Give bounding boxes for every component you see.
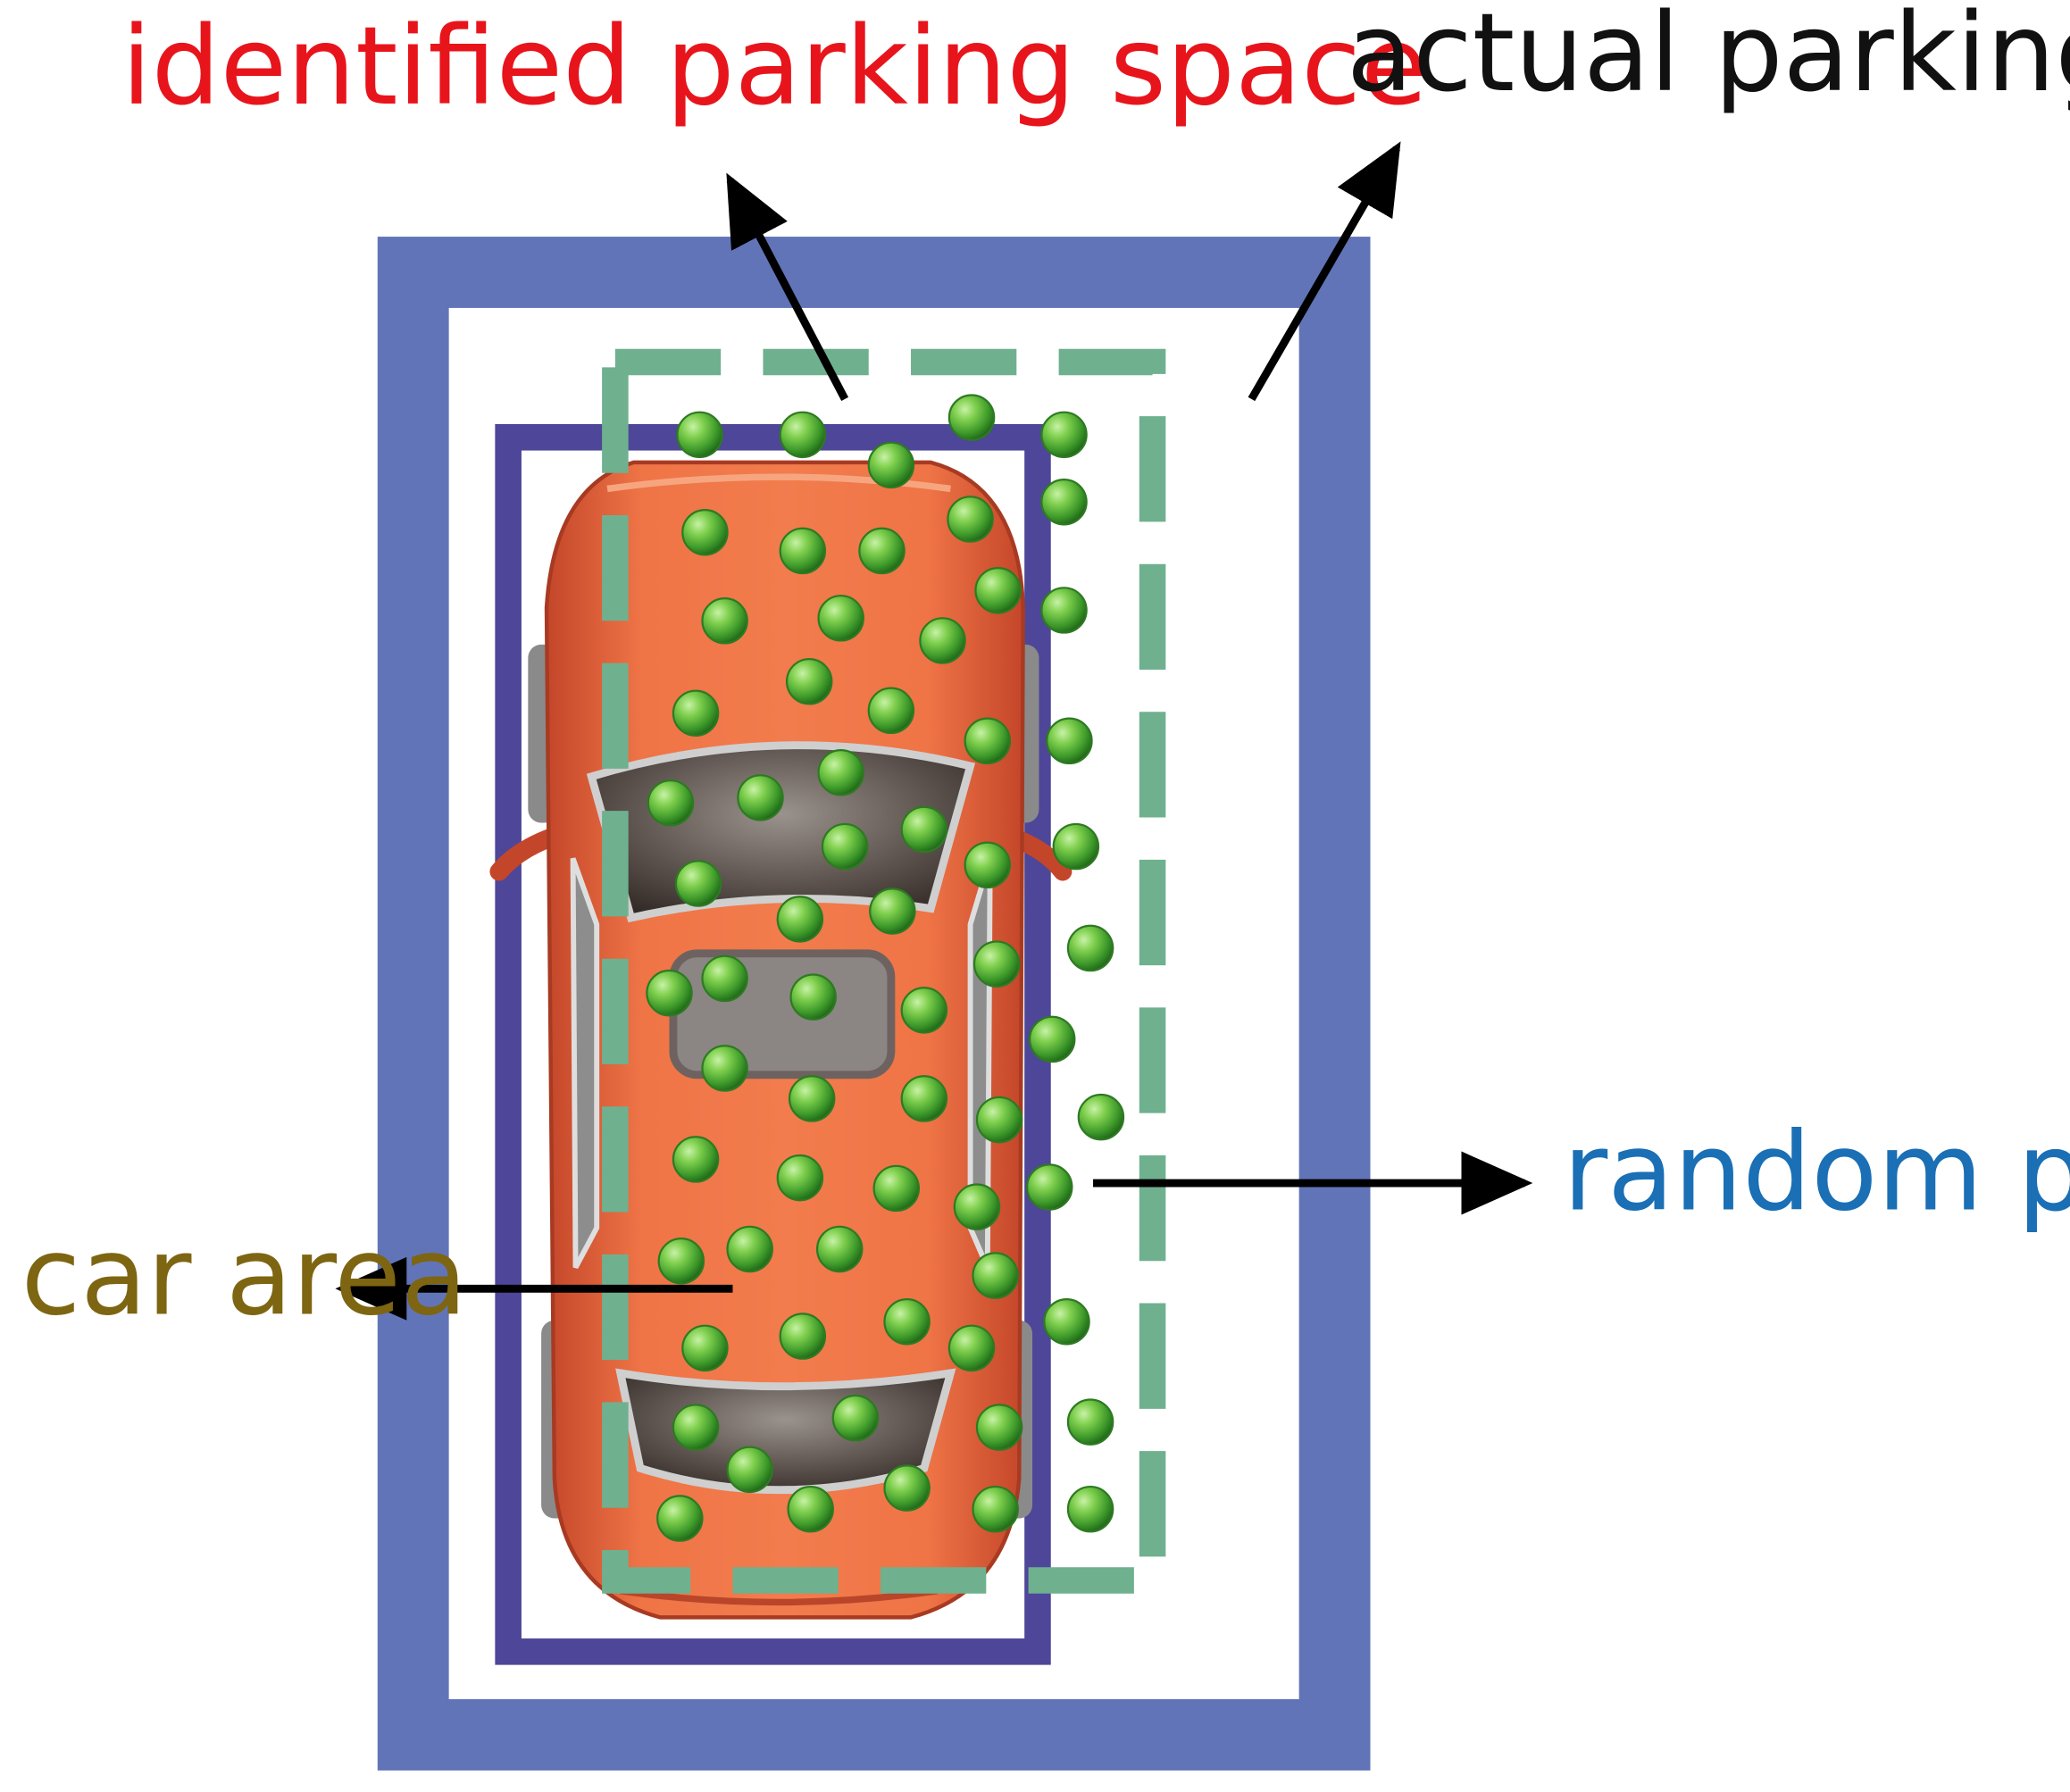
green-sphere-icon: [701, 597, 748, 645]
green-sphere-icon: [972, 940, 1021, 988]
green-sphere-icon: [672, 1404, 720, 1451]
green-sphere-icon: [779, 411, 827, 459]
green-sphere-icon: [831, 1394, 880, 1442]
green-sphere-icon: [776, 896, 824, 943]
identified-parking-space-label: identified parking space: [121, 3, 1428, 129]
green-sphere-icon: [817, 749, 864, 796]
green-sphere-icon: [947, 1324, 996, 1372]
actual-parking-area-frame: [377, 237, 1371, 1771]
green-sphere-icon: [737, 774, 784, 821]
green-sphere-icon: [1026, 1163, 1073, 1211]
random-point-label: random point: [1563, 1109, 2070, 1236]
green-sphere-icon: [1077, 1093, 1125, 1141]
actual-parking-area-label: actual parking area: [1347, 0, 2070, 116]
green-sphere-icon: [883, 1464, 931, 1512]
green-sphere-icon: [900, 805, 948, 854]
green-sphere-icon: [867, 687, 915, 735]
green-sphere-icon: [964, 841, 1012, 888]
green-sphere-icon: [821, 822, 869, 871]
green-sphere-icon: [646, 969, 693, 1017]
green-sphere-icon: [1043, 1298, 1090, 1346]
green-sphere-icon: [681, 508, 729, 556]
green-sphere-icon: [858, 527, 906, 575]
identified-parking-space-frame: [602, 348, 1166, 1594]
green-sphere-icon: [1066, 1398, 1114, 1446]
green-sphere-icon: [726, 1225, 773, 1273]
random-points-group: [646, 394, 1125, 1542]
green-sphere-icon: [672, 1136, 720, 1183]
green-sphere-icon: [867, 441, 915, 489]
green-sphere-icon: [779, 527, 827, 575]
green-sphere-icon: [787, 1485, 834, 1533]
green-sphere-icon: [964, 717, 1012, 765]
green-sphere-icon: [681, 1324, 729, 1372]
green-sphere-icon: [701, 954, 748, 1003]
green-sphere-icon: [674, 860, 722, 907]
green-sphere-icon: [972, 1252, 1019, 1299]
green-sphere-icon: [947, 496, 994, 543]
green-sphere-icon: [817, 595, 864, 642]
green-sphere-icon: [789, 973, 837, 1021]
green-sphere-icon: [676, 411, 723, 459]
green-sphere-icon: [779, 1313, 827, 1360]
green-sphere-icon: [975, 1404, 1023, 1451]
green-sphere-icon: [974, 567, 1022, 614]
green-sphere-icon: [1066, 1485, 1114, 1533]
green-sphere-icon: [953, 1183, 1001, 1230]
green-sphere-icon: [919, 617, 966, 664]
green-sphere-icon: [1040, 587, 1088, 634]
green-sphere-icon: [947, 394, 996, 441]
green-sphere-icon: [776, 1154, 824, 1202]
green-sphere-icon: [900, 987, 948, 1034]
green-sphere-icon: [701, 1045, 748, 1092]
green-sphere-icon: [647, 779, 695, 827]
arrow-icon: [1248, 141, 1401, 402]
green-sphere-icon: [1046, 717, 1093, 765]
green-sphere-icon: [656, 1495, 704, 1542]
arrow-icon: [726, 172, 849, 401]
green-sphere-icon: [726, 1446, 773, 1494]
green-sphere-icon: [788, 1075, 836, 1122]
green-sphere-icon: [1040, 411, 1088, 459]
green-sphere-icon: [785, 658, 833, 705]
green-sphere-icon: [1066, 924, 1114, 972]
car-area-label: car area: [21, 1213, 468, 1339]
green-sphere-icon: [900, 1075, 948, 1122]
green-sphere-icon: [657, 1238, 705, 1285]
green-sphere-icon: [872, 1164, 921, 1213]
green-sphere-icon: [869, 888, 916, 935]
car-top-view-icon: [489, 460, 1073, 1620]
green-sphere-icon: [972, 1485, 1019, 1533]
green-sphere-icon: [1040, 478, 1088, 526]
green-sphere-icon: [815, 1225, 864, 1273]
green-sphere-icon: [1028, 1015, 1076, 1063]
green-sphere-icon: [883, 1298, 931, 1346]
green-sphere-icon: [975, 1096, 1023, 1144]
green-sphere-icon: [1052, 822, 1100, 871]
green-sphere-icon: [672, 689, 720, 737]
